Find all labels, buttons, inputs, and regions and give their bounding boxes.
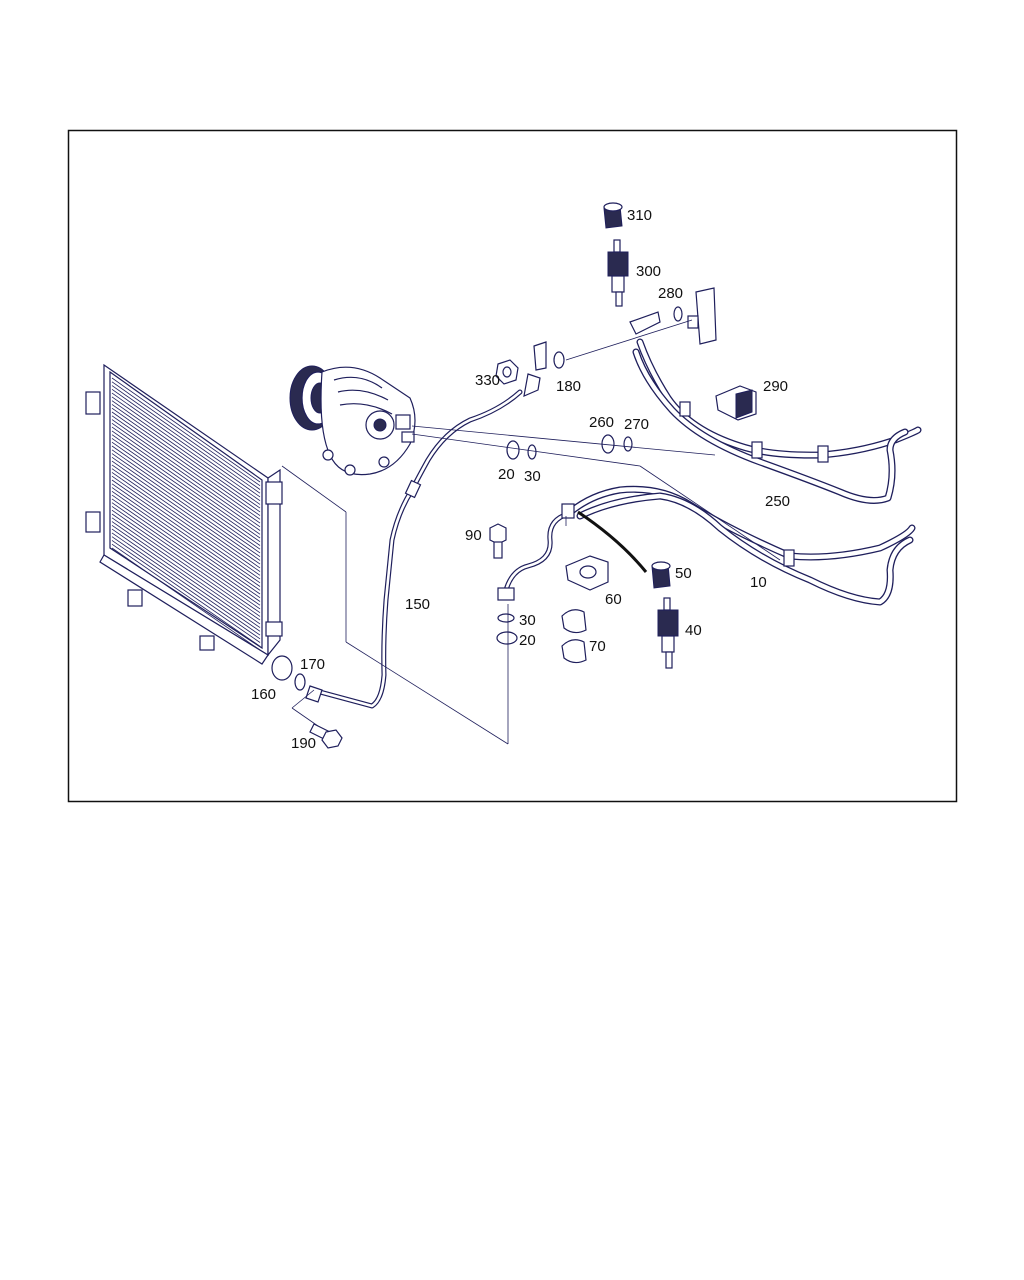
callout-90: 90	[465, 527, 482, 544]
leader-lines	[281, 319, 781, 745]
condenser-fin	[111, 475, 261, 580]
condenser-fin	[111, 483, 261, 587]
callout-250: 250	[765, 493, 790, 510]
condenser-fin	[111, 464, 261, 569]
refrigerant-line-150[interactable]	[305, 341, 547, 709]
diagram-frame	[67, 129, 958, 803]
condenser-fin	[111, 388, 261, 494]
washer-20-lower[interactable]	[496, 631, 518, 645]
callout-30-upper: 30	[524, 468, 541, 485]
condenser-fin	[111, 536, 261, 640]
callout-280: 280	[658, 285, 683, 302]
condenser-fin	[111, 385, 261, 490]
condenser-fin	[111, 498, 261, 602]
o-ring-30-upper[interactable]	[527, 444, 537, 460]
condenser-fin	[111, 494, 261, 599]
callout-300: 300	[636, 263, 661, 280]
bolt-90[interactable]	[489, 523, 507, 559]
condenser-fin	[111, 547, 261, 651]
condenser-fin	[111, 540, 261, 643]
condenser-fin	[111, 506, 261, 610]
callout-160: 160	[251, 686, 276, 703]
condenser-fin	[111, 438, 261, 543]
condenser-fin	[111, 456, 261, 561]
callout-170: 170	[300, 656, 325, 673]
refrigerant-line-250[interactable]	[629, 311, 922, 504]
condenser-fin	[111, 404, 261, 509]
condenser-fin	[111, 460, 261, 565]
callout-70: 70	[589, 638, 606, 655]
condenser-fin	[111, 502, 261, 606]
callout-20-lower: 20	[519, 632, 536, 649]
condenser-fin	[111, 407, 261, 513]
compressor[interactable]	[289, 365, 416, 476]
condenser-fin	[111, 441, 261, 546]
t-fitting[interactable]	[687, 287, 717, 345]
callout-180: 180	[556, 378, 581, 395]
condenser[interactable]	[85, 363, 283, 665]
condenser-fin	[111, 426, 261, 531]
refrigerant-line-10[interactable]	[497, 485, 916, 606]
callout-270: 270	[624, 416, 649, 433]
pressure-switch-40[interactable]	[657, 597, 679, 669]
condenser-fin	[111, 422, 261, 528]
condenser-fin	[111, 509, 261, 614]
o-ring-280[interactable]	[673, 306, 683, 322]
washer-160[interactable]	[271, 655, 293, 681]
bolt-190[interactable]	[309, 723, 343, 749]
condenser-fin	[111, 479, 261, 584]
callout-310: 310	[627, 207, 652, 224]
condenser-fin	[111, 377, 261, 483]
condenser-fin	[111, 517, 261, 621]
condenser-fin	[111, 445, 261, 550]
cap-50[interactable]	[651, 561, 671, 589]
callout-30-lower: 30	[519, 612, 536, 629]
condenser-fin	[111, 381, 261, 487]
condenser-fin	[111, 513, 261, 617]
condenser-fin	[111, 468, 261, 572]
condenser-fin	[111, 449, 261, 554]
callout-40: 40	[685, 622, 702, 639]
callout-10: 10	[750, 574, 767, 591]
callout-20-upper: 20	[498, 466, 515, 483]
condenser-fin	[111, 419, 261, 524]
o-ring-30-lower[interactable]	[497, 613, 515, 623]
condenser-fin	[111, 524, 261, 628]
clamp-60[interactable]	[565, 555, 609, 591]
callout-260: 260	[589, 414, 614, 431]
condenser-fin	[111, 434, 261, 539]
washer-20-upper[interactable]	[506, 440, 520, 460]
callout-150: 150	[405, 596, 430, 613]
condenser-fin	[111, 532, 261, 636]
callout-190: 190	[291, 735, 316, 752]
condenser-fin	[111, 521, 261, 625]
condenser-fin	[111, 490, 261, 595]
condenser-fin	[111, 543, 261, 647]
callout-60: 60	[605, 591, 622, 608]
cap-310[interactable]	[603, 202, 623, 229]
clamp-290[interactable]	[715, 385, 757, 421]
callout-290: 290	[763, 378, 788, 395]
pressure-switch-300[interactable]	[607, 239, 629, 307]
condenser-fin	[111, 487, 261, 591]
condenser-fin	[111, 528, 261, 632]
condenser-fin	[111, 472, 261, 576]
condenser-fin	[111, 396, 261, 502]
condenser-fin	[111, 411, 261, 516]
condenser-fin	[111, 400, 261, 505]
nut-330[interactable]	[495, 359, 519, 385]
o-ring-180[interactable]	[553, 351, 565, 369]
o-ring-270[interactable]	[623, 436, 633, 452]
clip-70[interactable]	[561, 609, 587, 664]
callout-330: 330	[475, 372, 500, 389]
o-ring-170[interactable]	[294, 673, 306, 691]
condenser-fin	[111, 430, 261, 535]
condenser-fin	[111, 392, 261, 498]
callout-labels: 310 300 280 330 180 290 260 270 20 30 25…	[251, 207, 790, 752]
condenser-fin	[111, 453, 261, 558]
condenser-fin	[111, 415, 261, 520]
callout-50: 50	[675, 565, 692, 582]
